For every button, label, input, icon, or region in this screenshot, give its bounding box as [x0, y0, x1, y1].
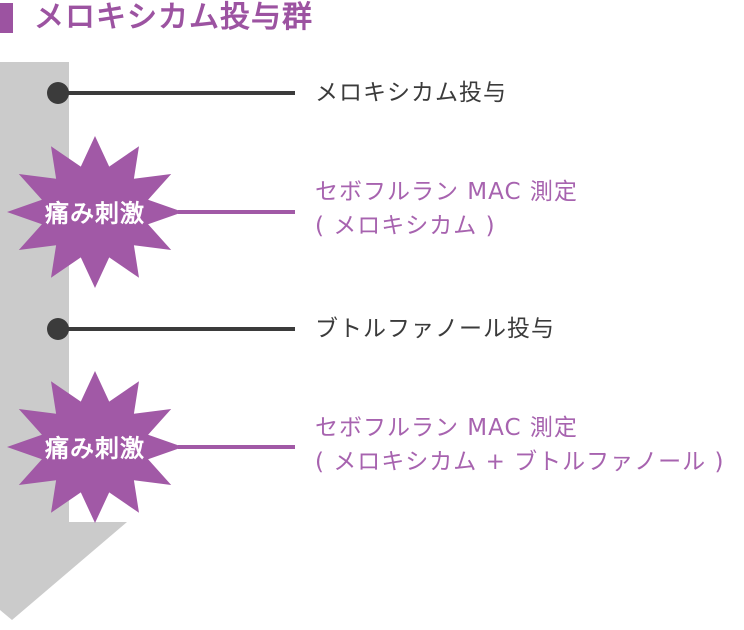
- pain-stimulus-burst-1: [7, 136, 183, 288]
- page-title: メロキシカム投与群: [34, 0, 313, 35]
- event-label-meloxicam: メロキシカム投与: [315, 80, 507, 106]
- event-label-line: ( メロキシカム ): [315, 213, 496, 239]
- event-label-butorphanol: ブトルファノール投与: [315, 316, 555, 342]
- event-label-line: ( メロキシカム + ブトルファノール ): [315, 449, 725, 475]
- title-accent-bar: [0, 3, 13, 33]
- pain-stimulus-label-2: 痛み刺激: [45, 434, 145, 463]
- pain-stimulus-label-1: 痛み刺激: [45, 199, 145, 228]
- event-label-line: セボフルラン MAC 測定: [315, 415, 578, 441]
- event-label-mac-measure-1: セボフルラン MAC 測定 ( メロキシカム ): [315, 175, 578, 243]
- event-label-mac-measure-2: セボフルラン MAC 測定 ( メロキシカム + ブトルファノール ): [315, 411, 724, 479]
- event-label-line: セボフルラン MAC 測定: [315, 179, 578, 205]
- event1-dot: [47, 82, 69, 104]
- timeline-arrow-shape: [0, 62, 127, 620]
- event3-dot: [47, 318, 69, 340]
- pain-stimulus-burst-2: [7, 371, 183, 523]
